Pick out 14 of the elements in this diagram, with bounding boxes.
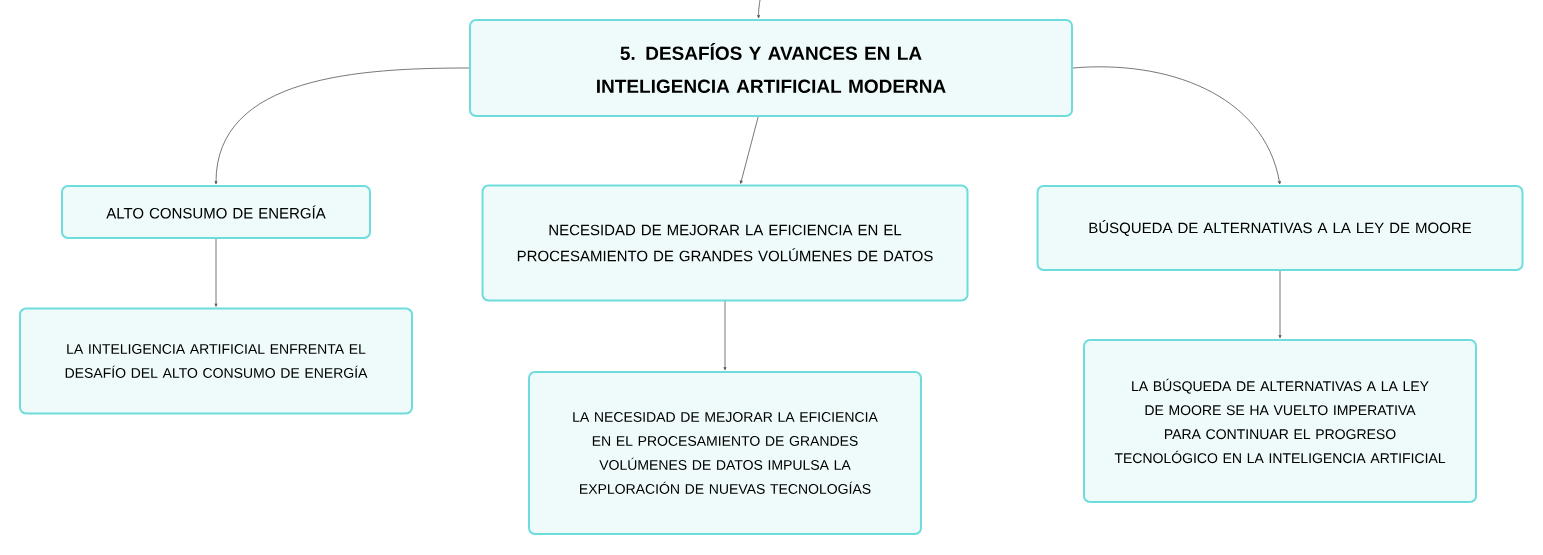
arrow [1072, 66, 1281, 185]
subtopic-box: BÚSQUEDA DE ALTERNATIVAS A LA LEY DE MOORE [1036, 185, 1524, 271]
arrow [723, 301, 727, 371]
arrow [214, 67, 470, 185]
detail-box: LA BÚSQUEDA DE ALTERNATIVAS A LA LEY DE MOORE SE HA VUELTO IMPERATIVA PARA CONTINUAR EL PROGRESO TECNOLÓGICO EN LA INTELIGENCIA ARTIFICIAL [1083, 339, 1477, 503]
subtopic-box: NECESIDAD DE MEJORAR LA EFICIENCIA EN EL PROCESAMIENTO DE GRANDES VOLÚMENES DE DATOS [481, 184, 969, 302]
arrow [757, 0, 761, 19]
arrow [1278, 270, 1282, 339]
detail-box: LA NECESIDAD DE MEJORAR LA EFICIENCIA EN EL PROCESAMIENTO DE GRANDES VOLÚMENES DE DATOS IMPULSA LA EXPLORACIÓN DE NUEVAS TECNOLOGÍAS [528, 371, 922, 535]
arrow [214, 238, 218, 307]
detail-box: LA INTELIGENCIA ARTIFICIAL ENFRENTA EL DESAFÍO DEL ALTO CONSUMO DE ENERGÍA [19, 307, 413, 415]
topic-box: 5. DESAFÍOS Y AVANCES EN LA INTELIGENCIA ARTIFICIAL MODERNA [469, 19, 1073, 117]
subtopic-box: ALTO CONSUMO DE ENERGÍA [61, 185, 371, 239]
arrow [739, 116, 759, 184]
